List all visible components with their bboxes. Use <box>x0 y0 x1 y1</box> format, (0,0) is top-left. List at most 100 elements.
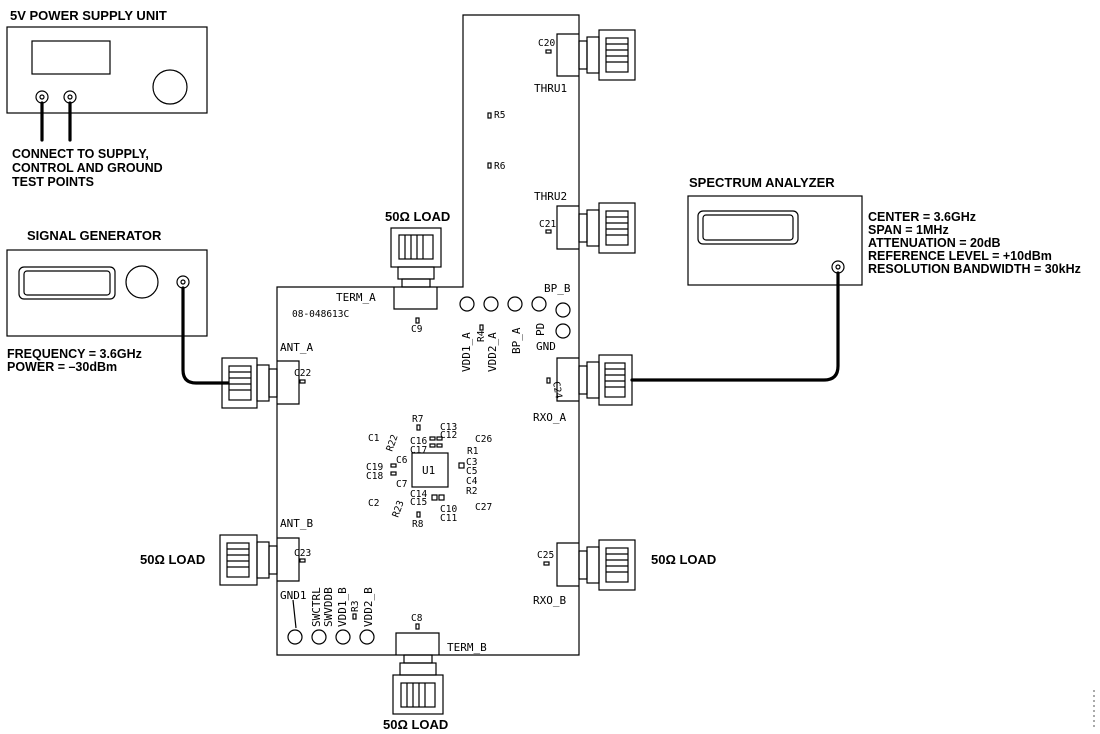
label-c8: C8 <box>411 613 423 624</box>
tp-label-bp-a: BP_A <box>510 327 523 354</box>
evaluation-board-outline <box>276 14 580 656</box>
sma-connector-term-b <box>392 632 444 715</box>
tp-label-swvddb: SWVDDB <box>322 587 335 627</box>
analyzer-reference-level: REFERENCE LEVEL = +10dBm <box>868 249 1052 263</box>
label-c9: C9 <box>411 324 423 335</box>
label-r2: R2 <box>466 486 477 497</box>
signal-generator-cable <box>181 286 230 385</box>
connect-note-line-2: CONTROL AND GROUND <box>12 161 163 175</box>
ic-cluster: U1 R7 C13 C12 C1 R22 C16 C17 C26 R1 C6 C… <box>366 414 492 530</box>
label-r6: R6 <box>494 161 506 172</box>
spectrum-analyzer: SPECTRUM ANALYZER CENTER = 3.6GHz SPAN =… <box>687 175 1081 286</box>
label-c17: C17 <box>410 445 427 456</box>
label-c4: C4 <box>466 476 478 487</box>
label-c21: C21 <box>539 219 556 230</box>
port-label-ant-a: ANT_A <box>280 341 313 354</box>
port-label-term-a: TERM_A <box>336 291 376 304</box>
port-label-rxo-b: RXO_B <box>533 594 566 607</box>
label-c22: C22 <box>294 368 311 379</box>
test-point-vdd1-b[interactable] <box>359 629 375 645</box>
spectrum-analyzer-cable <box>630 271 840 382</box>
analyzer-center: CENTER = 3.6GHz <box>868 210 976 224</box>
tp-label-vdd2-a: VDD2_A <box>486 332 499 372</box>
label-c24: C24 <box>550 381 564 400</box>
test-points-top <box>459 296 571 339</box>
label-r22: R22 <box>384 433 400 453</box>
test-point-pd[interactable] <box>531 296 547 312</box>
test-point-gnd[interactable] <box>555 323 571 339</box>
label-c25: C25 <box>537 550 554 561</box>
spectrum-analyzer-display <box>697 210 799 245</box>
port-label-gnd: GND <box>536 340 556 353</box>
port-label-rxo-a: RXO_A <box>533 411 566 424</box>
load-label-rxo-b: 50Ω LOAD <box>651 552 716 567</box>
label-c26: C26 <box>475 434 492 445</box>
label-c10: C10 <box>440 504 457 515</box>
label-r4: R4 <box>476 330 487 342</box>
sma-connector-ant-b <box>219 534 300 586</box>
label-c16: C16 <box>410 436 427 447</box>
power-supply-body <box>6 26 208 114</box>
analyzer-span: SPAN = 1MHz <box>868 223 949 237</box>
test-point-vdd1-a[interactable] <box>459 296 475 312</box>
label-c11: C11 <box>440 513 457 524</box>
test-point-swvddb[interactable] <box>335 629 351 645</box>
label-r5: R5 <box>494 110 505 121</box>
power-supply-display <box>31 40 111 75</box>
signal-generator-display <box>18 266 116 300</box>
tp-label-vdd1-b: VDD1_B <box>336 587 349 627</box>
label-c23: C23 <box>294 548 311 559</box>
ic-u1 <box>411 452 449 488</box>
label-c20: C20 <box>538 38 555 49</box>
label-c27: C27 <box>475 502 492 513</box>
power-supply-terminal-1 <box>35 90 49 104</box>
signal-generator: SIGNAL GENERATOR FREQUENCY = 3.6GHz POWE… <box>6 228 208 374</box>
frequency-setting: FREQUENCY = 3.6GHz <box>7 347 142 361</box>
sma-connector-thru2 <box>556 202 636 254</box>
test-point-bp-a[interactable] <box>507 296 523 312</box>
port-label-gnd1: GND1 <box>280 589 307 602</box>
power-setting: POWER = –30dBm <box>7 360 117 374</box>
label-c14: C14 <box>410 489 427 500</box>
port-label-ant-b: ANT_B <box>280 517 313 530</box>
test-point-gnd1[interactable] <box>287 629 303 645</box>
test-point-vdd2-a[interactable] <box>483 296 499 312</box>
test-point-bp-b[interactable] <box>555 302 571 318</box>
sma-connector-thru1 <box>556 29 636 81</box>
tp-label-swctrl: SWCTRL <box>310 587 323 627</box>
label-r3: R3 <box>350 601 361 612</box>
sma-connector-rxo-a <box>556 354 633 406</box>
port-label-thru1: THRU1 <box>534 82 567 95</box>
sma-connector-rxo-b <box>556 539 636 591</box>
port-label-thru2: THRU2 <box>534 190 567 203</box>
label-c19: C19 <box>366 462 383 473</box>
connect-note-line-3: TEST POINTS <box>12 175 94 189</box>
tp-label-vdd1-a: VDD1_A <box>460 332 473 372</box>
label-r23: R23 <box>390 499 406 519</box>
label-c12: C12 <box>440 430 457 441</box>
spectrum-analyzer-title: SPECTRUM ANALYZER <box>689 175 835 190</box>
power-supply-knob <box>152 69 188 105</box>
power-supply-unit: 5V POWER SUPPLY UNIT CONNECT TO SUPPLY, … <box>6 8 208 189</box>
signal-generator-title: SIGNAL GENERATOR <box>27 228 162 243</box>
signal-generator-output-port <box>176 275 190 289</box>
ic-u1-label: U1 <box>422 464 435 477</box>
label-r1: R1 <box>467 446 479 457</box>
connect-note-line-1: CONNECT TO SUPPLY, <box>12 147 149 161</box>
test-point-swctrl[interactable] <box>311 629 327 645</box>
signal-generator-knob <box>125 265 159 299</box>
power-supply-terminal-2 <box>63 90 77 104</box>
load-label-ant-b: 50Ω LOAD <box>140 552 205 567</box>
analyzer-rbw: RESOLUTION BANDWIDTH = 30kHz <box>868 262 1081 276</box>
analyzer-attenuation: ATTENUATION = 20dB <box>868 236 1001 250</box>
label-c3: C3 <box>466 457 477 468</box>
signal-generator-body <box>6 249 208 337</box>
port-label-term-b: TERM_B <box>447 641 487 654</box>
label-r7: R7 <box>412 414 423 425</box>
label-c2: C2 <box>368 498 379 509</box>
label-c18: C18 <box>366 471 383 482</box>
label-r8: R8 <box>412 519 424 530</box>
tp-label-pd: PD <box>534 323 547 336</box>
load-label-term-a: 50Ω LOAD <box>385 209 450 224</box>
